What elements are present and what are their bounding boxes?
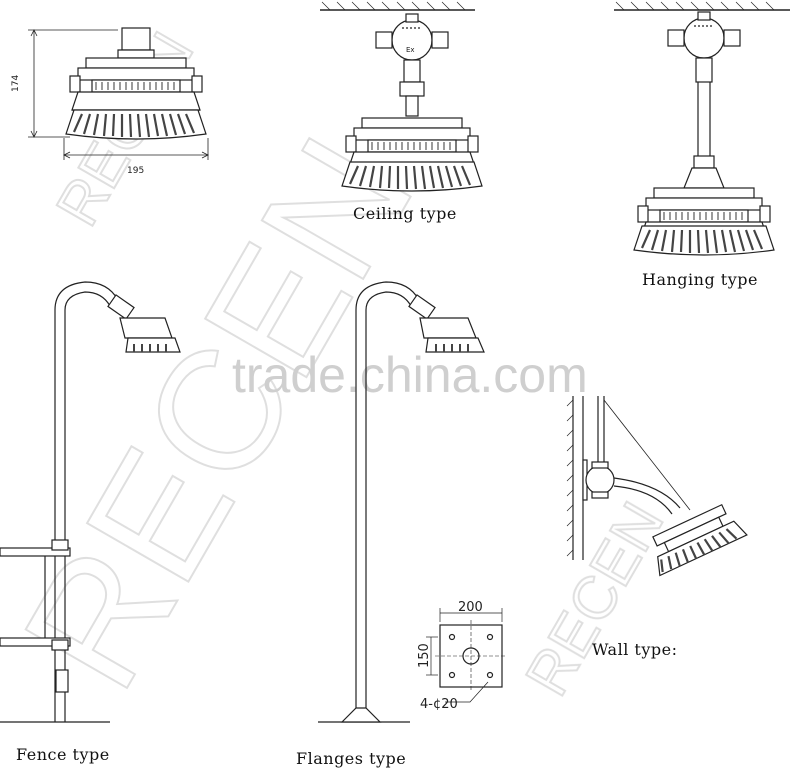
height-dimension <box>28 29 118 138</box>
width-dimension <box>63 138 209 160</box>
svg-text:RECEN: RECEN <box>513 491 676 706</box>
height-value: 174 <box>11 75 21 92</box>
label-hanging-type: Hanging type <box>642 270 758 289</box>
junction-box-mark: Ex <box>406 46 415 54</box>
flange-holes-value: 4-¢20 <box>420 697 458 712</box>
flange-width-value: 200 <box>458 600 483 615</box>
label-fence-type: Fence type <box>16 745 110 764</box>
width-value: 195 <box>127 166 144 176</box>
fence-type-drawing <box>0 281 181 723</box>
label-wall-type: Wall type: <box>592 640 678 659</box>
label-flanges-type: Flanges type <box>296 749 407 768</box>
flange-plate-detail <box>426 608 507 703</box>
flange-height-value: 150 <box>417 643 432 668</box>
flanges-type-drawing <box>318 281 485 723</box>
label-ceiling-type: Ceiling type <box>353 204 457 223</box>
wall-type-drawing <box>566 396 748 577</box>
hanging-type-drawing <box>614 1 790 257</box>
svg-text:trade.china.com: trade.china.com <box>232 347 588 403</box>
watermark-site: trade.china.com <box>232 347 588 403</box>
ceiling-type-drawing: Ex <box>320 1 484 193</box>
dimensioned-lamp <box>64 27 208 141</box>
